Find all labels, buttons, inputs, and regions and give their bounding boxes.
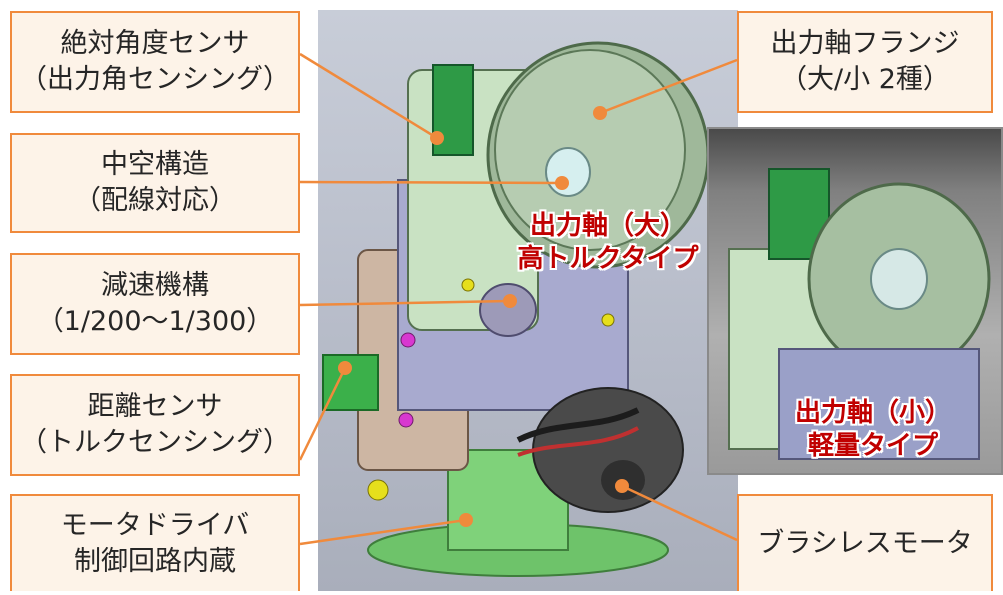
label-reduction-mechanism: 減速機構 （1/200～1/300） xyxy=(10,253,300,355)
label-brushless-motor: ブラシレスモータ xyxy=(737,494,993,591)
actuator-render-image xyxy=(318,10,738,591)
label-reduction-mechanism-line2: （1/200～1/300） xyxy=(36,306,274,337)
small-flange-inset-image xyxy=(707,127,1003,475)
label-output-flange: 出力軸フランジ （大/小 2種） xyxy=(737,11,993,113)
label-motor-driver-line2: 制御回路内蔵 xyxy=(74,545,236,577)
small-flange-illustration xyxy=(728,168,991,460)
label-output-flange-line1: 出力軸フランジ xyxy=(770,28,960,60)
label-distance-sensor: 距離センサ （トルクセンシング） xyxy=(10,374,300,476)
callout-small-shaft-line2: 軽量タイプ xyxy=(807,430,938,461)
label-absolute-angle-sensor-line2: （出力角センシング） xyxy=(20,64,290,95)
label-brushless-motor-line1: ブラシレスモータ xyxy=(757,527,973,559)
label-hollow-structure-line2: （配線対応） xyxy=(74,185,236,216)
label-motor-driver: モータドライバ 制御回路内蔵 xyxy=(10,494,300,591)
label-absolute-angle-sensor-line1: 絶対角度センサ xyxy=(60,28,250,60)
label-output-flange-line2: （大/小 2種） xyxy=(780,64,950,95)
callout-small-shaft: 出力軸（小） 軽量タイプ xyxy=(773,397,973,462)
label-distance-sensor-line2: （トルクセンシング） xyxy=(20,427,290,458)
callout-large-shaft-line2: 高トルクタイプ xyxy=(517,243,699,274)
label-motor-driver-line1: モータドライバ xyxy=(60,509,250,541)
label-absolute-angle-sensor: 絶対角度センサ （出力角センシング） xyxy=(10,11,300,113)
callout-large-shaft-line1: 出力軸（大） xyxy=(529,211,686,241)
label-hollow-structure: 中空構造 （配線対応） xyxy=(10,133,300,233)
label-distance-sensor-line1: 距離センサ xyxy=(87,391,223,423)
label-reduction-mechanism-line1: 減速機構 xyxy=(101,270,209,302)
callout-large-shaft: 出力軸（大） 高トルクタイプ xyxy=(508,210,708,275)
callout-small-shaft-line1: 出力軸（小） xyxy=(794,398,951,428)
label-hollow-structure-line1: 中空構造 xyxy=(101,149,209,181)
